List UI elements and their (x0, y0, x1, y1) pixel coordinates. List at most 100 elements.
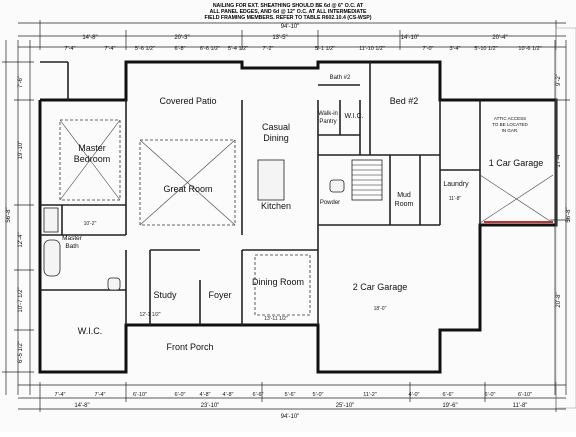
dim-bottom2-8: 5'-6" (285, 392, 296, 398)
dim-bottom2-5: 4'-8" (200, 392, 211, 398)
label-two-car-garage: 2 Car Garage (353, 282, 408, 292)
exterior-walls (38, 60, 558, 374)
dim-left-3: 12'-4" (18, 232, 24, 247)
stair-treads (352, 164, 382, 196)
interior-dimensions: 12'-1 1/2" 13'-11 1/2" 10'-2" 11'-8" 18'… (84, 196, 462, 322)
dim-right-overall: 56'-8" (566, 207, 572, 222)
dimension-ticks (2, 20, 570, 412)
dim-left-4: 10'-7 1/2" (18, 287, 24, 312)
label-casual-dining-2: Dining (263, 133, 289, 143)
dim-bottom-overall: 94'-10" (281, 414, 300, 420)
dim-top-4: 14'-10" (401, 35, 420, 41)
dim-right-3: 20'-8" (556, 292, 562, 307)
label-kitchen: Kitchen (261, 201, 291, 211)
dim-top2-11: 3'-4" (450, 46, 461, 52)
bathtub (43, 239, 61, 277)
label-attic-note-1: ATTIC ACCESS (494, 116, 526, 121)
kitchen-island (257, 159, 285, 201)
title-block-edge (555, 27, 576, 409)
dim-bottom2-14: 6'-10" (518, 392, 532, 398)
label-casual-dining-1: Casual (262, 122, 290, 132)
dim-left-2: 19'-10" (18, 141, 24, 160)
dim-top-3: 13'-5" (272, 35, 287, 41)
label-wic-master: W.I.C. (78, 326, 103, 336)
top-dimensions-row2: 7'-4" 7'-4" 5'-6 1/2" 6'-8" 6'-6 1/2" 5'… (65, 46, 542, 52)
dim-top2-2: 7'-4" (105, 46, 116, 52)
dim-right-2: 17'-4" (556, 152, 562, 167)
left-dimensions: 56'-8" 7'-6" 19'-10" 12'-4" 10'-7 1/2" 6… (6, 76, 24, 363)
dim-top-overall: 94'-10" (281, 24, 300, 30)
dim-top2-9: 11'-10 1/2" (359, 46, 385, 52)
dim-bottom2-12: 6'-6" (443, 392, 454, 398)
dim-top2-4: 6'-8" (175, 46, 186, 52)
header-note: NAILING FOR EXT. SHEATHING SHOULD BE 6d … (205, 3, 372, 21)
label-wic: W.I.C. (344, 113, 363, 120)
header-note-line2: ALL PANEL EDGES, AND 6d @ 12" O.C. AT AL… (210, 9, 367, 15)
label-bed2: Bed #2 (390, 96, 419, 106)
label-master-bath-1: Master (62, 235, 83, 242)
dim-left-1: 7'-6" (18, 76, 24, 88)
dim-bottom2-9: 5'-0" (313, 392, 324, 398)
dim-bottom-4: 19'-6" (442, 403, 457, 409)
label-front-porch: Front Porch (166, 342, 213, 352)
dim-interior-5: 18'-0" (374, 306, 387, 312)
dim-bottom2-10: 11'-2" (363, 392, 377, 398)
dimension-lines (5, 22, 567, 410)
label-master-bedroom-2: Bedroom (74, 154, 111, 164)
label-walk-in-pantry-2: Pantry (319, 119, 336, 125)
dim-left-5: 6'-5 1/2" (18, 341, 24, 363)
label-mud-room-1: Mud (397, 192, 411, 199)
label-covered-patio: Covered Patio (159, 96, 216, 106)
dim-left-overall: 56'-8" (6, 207, 12, 222)
right-dimensions: 56'-8" 9'-2" 17'-4" 20'-8" (556, 74, 572, 308)
label-dining-room: Dining Room (252, 277, 304, 287)
label-great-room: Great Room (163, 184, 212, 194)
dim-bottom2-3: 6'-10" (133, 392, 147, 398)
dim-top2-13: 10'-6 1/2" (518, 46, 541, 52)
dim-bottom2-6: 4'-8" (223, 392, 234, 398)
label-attic-note-3: IN GAR. (502, 128, 519, 133)
label-mud-room-2: Room (395, 201, 414, 208)
dim-bottom2-13: 6'-0" (485, 392, 496, 398)
label-master-bath-2: Bath (65, 243, 79, 250)
dim-top2-10: 7'-0" (423, 46, 434, 52)
interior-walls (40, 61, 481, 325)
dim-interior-4: 11'-8" (449, 196, 462, 202)
label-master-bedroom-1: Master (78, 143, 106, 153)
dim-bottom2-2: 7'-4" (95, 392, 106, 398)
dim-right-1: 9'-2" (556, 74, 562, 86)
top-dimensions: 94'-10" 14'-8" 20'-3" 13'-5" 14'-10" 20'… (82, 24, 507, 41)
dim-bottom2-7: 6'-6" (253, 392, 264, 398)
dim-interior-1: 12'-1 1/2" (139, 312, 160, 318)
fixtures (43, 159, 383, 291)
label-attic-note-2: TO BE LOCATED (492, 122, 528, 127)
dim-top2-7: 7'-2" (263, 46, 274, 52)
bottom-dimensions: 94'-10" 14'-8" 23'-10" 25'-10" 19'-6" 11… (74, 403, 527, 420)
dim-bottom-3: 25'-10" (336, 403, 355, 409)
dim-top2-8: 5'-1 1/2" (315, 46, 335, 52)
header-note-line1: NAILING FOR EXT. SHEATHING SHOULD BE 6d … (213, 3, 364, 9)
label-bath2: Bath #2 (330, 75, 351, 81)
dim-bottom-2: 23'-10" (201, 403, 220, 409)
label-walk-in-pantry-1: Walk-in (318, 111, 338, 117)
label-foyer: Foyer (208, 290, 231, 300)
ceiling-outlines (59, 119, 311, 316)
toilet (107, 277, 121, 291)
dim-top-2: 20'-3" (174, 35, 189, 41)
label-laundry: Laundry (443, 181, 469, 188)
dim-top2-6: 5'-4 1/2" (228, 46, 248, 52)
dim-interior-3: 10'-2" (84, 221, 97, 227)
dim-interior-2: 13'-11 1/2" (264, 316, 288, 322)
dim-bottom-5: 11'-8" (513, 403, 528, 409)
dim-bottom2-11: 4'-0" (409, 392, 420, 398)
dim-top2-1: 7'-4" (65, 46, 76, 52)
label-one-car-garage: 1 Car Garage (489, 158, 544, 168)
powder-toilet (329, 179, 345, 193)
dim-top-5: 20'-4" (492, 35, 507, 41)
label-powder: Powder (320, 200, 340, 206)
dim-bottom2-1: 7'-4" (55, 392, 66, 398)
dim-top2-12: 5'-10 1/2" (474, 46, 497, 52)
bottom-dimensions-row2: 7'-4" 7'-4" 6'-10" 6'-0" 4'-8" 4'-8" 6'-… (55, 392, 533, 398)
